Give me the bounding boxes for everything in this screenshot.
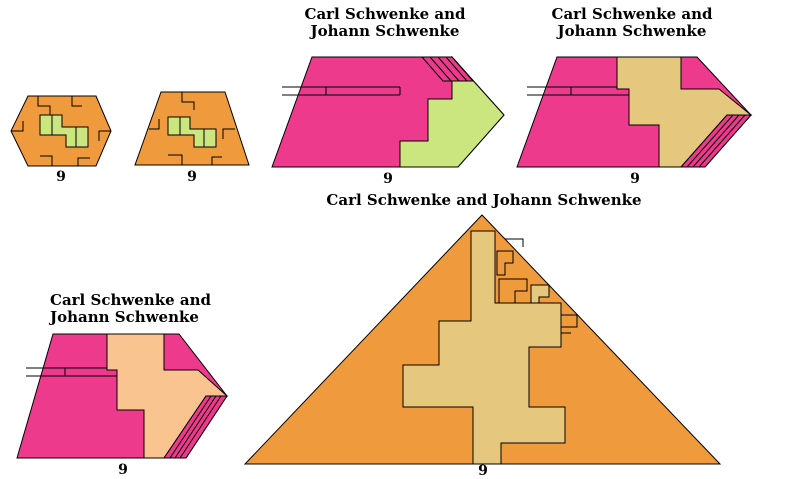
figure-large-triangle [243, 214, 722, 465]
piece-count-label: 9 [478, 463, 488, 479]
small-zigzag-pieces [496, 238, 578, 334]
attribution-line: Carl Schwenke and [304, 5, 466, 23]
attribution-line: Johann Schwenke [557, 22, 707, 40]
piece-boundary-lines [149, 92, 235, 165]
tan-zigzag-piece [402, 230, 566, 465]
attribution-title: Carl Schwenke and Johann Schwenke [50, 292, 250, 326]
attribution-title: Carl Schwenke and Johann Schwenke [285, 6, 485, 40]
figure-hexagon-tan [516, 56, 753, 168]
piece-count-label: 9 [56, 169, 66, 185]
attribution-title: Carl Schwenke and Johann Schwenke [532, 6, 732, 40]
green-piece [399, 55, 505, 168]
piece-boundary-lines [527, 86, 629, 96]
attribution-line: Johann Schwenke [50, 308, 199, 326]
zigzag-piece [498, 278, 528, 304]
zigzag-piece [530, 284, 550, 304]
piece-count-label: 9 [118, 462, 128, 478]
piece-boundary-lines [26, 367, 117, 377]
figure-hexagon-green [271, 55, 505, 168]
figure-small-hexagon [10, 95, 112, 167]
attribution-title: Carl Schwenke and Johann Schwenke [284, 192, 684, 209]
hatch-lines [169, 395, 222, 459]
attribution-line: Johann Schwenke [310, 22, 460, 40]
piece-boundary-lines [282, 86, 401, 96]
piece-count-label: 9 [630, 171, 640, 187]
attribution-line: Carl Schwenke and [50, 291, 211, 309]
hatch-lines [429, 56, 468, 82]
zigzag-piece [496, 250, 514, 276]
piece-count-label: 9 [383, 171, 393, 187]
figure-trapezoid [134, 91, 250, 166]
attribution-line: Carl Schwenke and [551, 5, 713, 23]
figure-hexagon-peach [16, 333, 229, 459]
attribution-line: Carl Schwenke and Johann Schwenke [326, 191, 642, 209]
hatch-lines [686, 114, 746, 168]
piece-count-label: 9 [187, 169, 197, 185]
piece-boundary-lines [11, 96, 111, 166]
